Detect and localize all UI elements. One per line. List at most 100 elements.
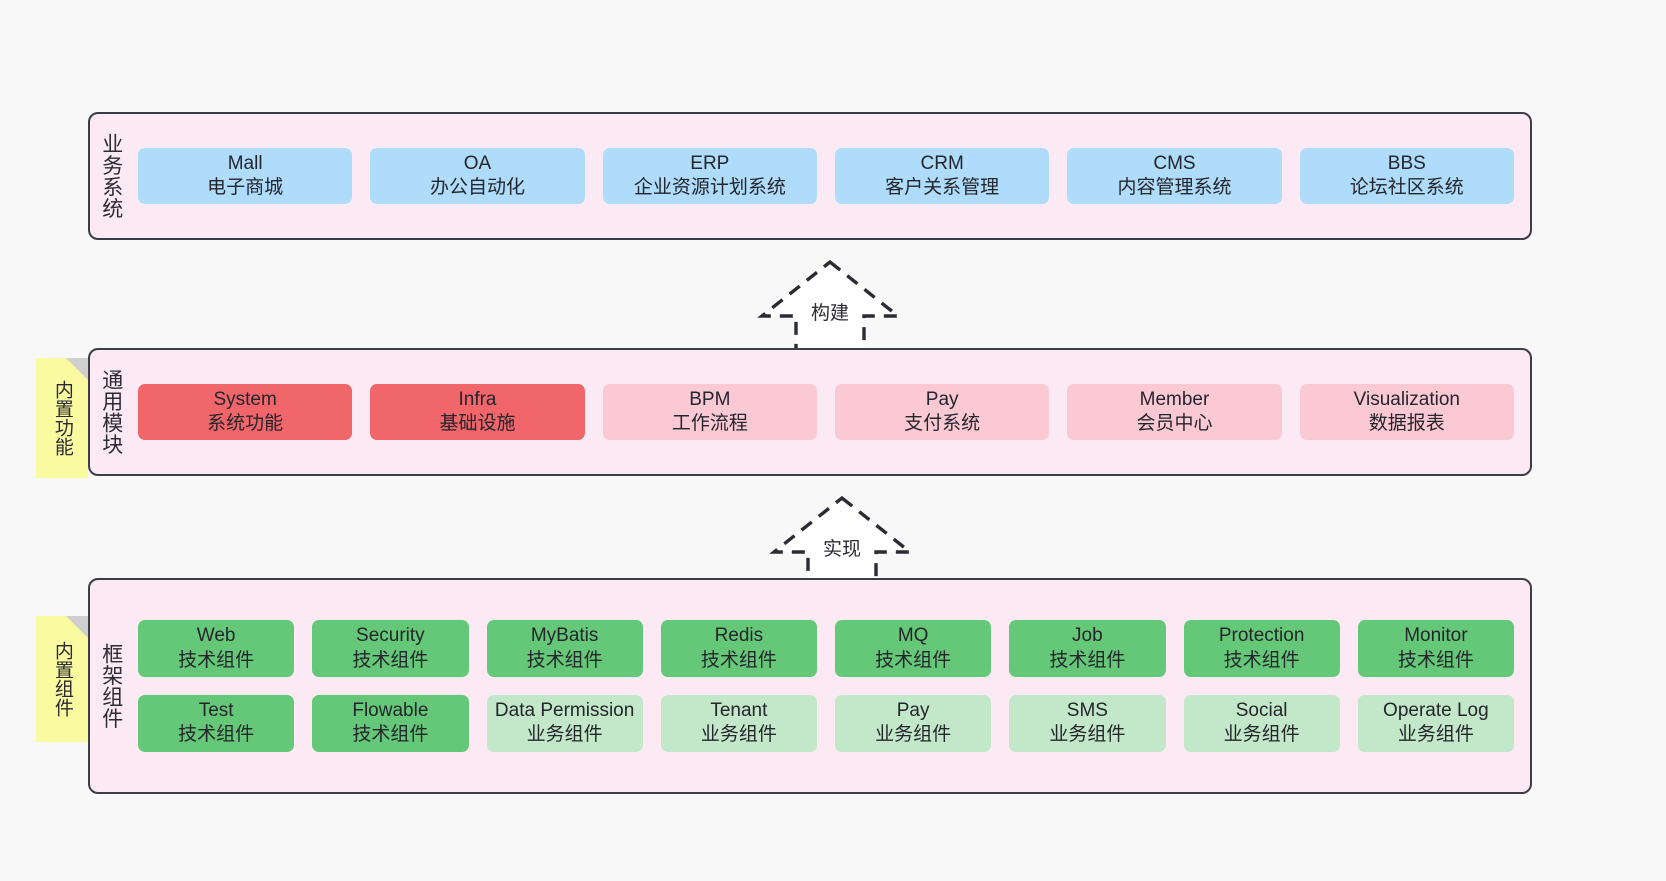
card-test[interactable]: Test 技术组件 bbox=[138, 695, 295, 752]
layer-common-module: 通用模块 System 系统功能 Infra 基础设施 BPM 工作流程 Pay… bbox=[88, 348, 1532, 476]
card-security-en: Security bbox=[356, 625, 425, 647]
card-operate-log[interactable]: Operate Log 业务组件 bbox=[1357, 695, 1514, 752]
layer-common-module-label: 通用模块 bbox=[99, 369, 123, 455]
card-bbs[interactable]: BBS 论坛社区系统 bbox=[1299, 147, 1514, 205]
card-mybatis[interactable]: MyBatis 技术组件 bbox=[486, 620, 643, 677]
card-protection-en: Protection bbox=[1218, 625, 1305, 647]
card-pay-module[interactable]: Pay 支付系统 bbox=[834, 383, 1050, 441]
note-fold-corner-icon bbox=[66, 616, 88, 638]
card-tenant-en: Tenant bbox=[710, 700, 768, 721]
card-security[interactable]: Security 技术组件 bbox=[312, 620, 469, 677]
card-erp-cn: 企业资源计划系统 bbox=[633, 177, 786, 198]
card-cms[interactable]: CMS 内容管理系统 bbox=[1067, 147, 1282, 205]
card-bpm-cn: 工作流程 bbox=[671, 413, 748, 434]
card-test-en: Test bbox=[198, 700, 234, 721]
card-system-cn: 系统功能 bbox=[207, 413, 284, 434]
card-job-en: Job bbox=[1072, 625, 1103, 647]
card-flowable[interactable]: Flowable 技术组件 bbox=[312, 695, 469, 752]
card-mybatis-cn: 技术组件 bbox=[526, 649, 603, 671]
arrow-implement-label: 实现 bbox=[822, 539, 861, 560]
card-monitor[interactable]: Monitor 技术组件 bbox=[1357, 620, 1514, 677]
card-mall-en: Mall bbox=[227, 152, 263, 174]
layer-framework-component: 框架组件 Web 技术组件 Security 技术组件 MyBatis 技术组件… bbox=[88, 578, 1532, 794]
card-social-en: Social bbox=[1235, 700, 1288, 721]
card-tenant[interactable]: Tenant 业务组件 bbox=[660, 695, 817, 752]
card-operate-log-cn: 业务组件 bbox=[1397, 724, 1474, 746]
card-infra-en: Infra bbox=[458, 388, 497, 410]
card-visualization-cn: 数据报表 bbox=[1368, 413, 1445, 434]
card-crm-cn: 客户关系管理 bbox=[885, 177, 1000, 198]
card-web[interactable]: Web 技术组件 bbox=[138, 620, 295, 677]
card-oa[interactable]: OA 办公自动化 bbox=[370, 147, 585, 205]
note-builtin-feature: 内置功能 bbox=[36, 358, 88, 478]
card-erp[interactable]: ERP 企业资源计划系统 bbox=[602, 147, 817, 205]
note-builtin-component: 内置组件 bbox=[36, 616, 88, 742]
card-mybatis-en: MyBatis bbox=[530, 625, 599, 647]
note-builtin-feature-label: 内置功能 bbox=[51, 380, 73, 456]
card-cms-en: CMS bbox=[1153, 152, 1196, 174]
card-web-cn: 技术组件 bbox=[178, 649, 255, 671]
card-infra[interactable]: Infra 基础设施 bbox=[370, 383, 585, 441]
card-job[interactable]: Job 技术组件 bbox=[1009, 620, 1166, 677]
card-system[interactable]: System 系统功能 bbox=[138, 383, 353, 441]
card-security-cn: 技术组件 bbox=[352, 649, 429, 671]
arrow-build-shape bbox=[757, 259, 903, 354]
card-pay-component[interactable]: Pay 业务组件 bbox=[835, 695, 992, 752]
card-member[interactable]: Member 会员中心 bbox=[1067, 383, 1282, 441]
card-crm[interactable]: CRM 客户关系管理 bbox=[834, 147, 1050, 205]
business-system-row: Mall 电子商城 OA 办公自动化 ERP 企业资源计划系统 CRM 客户关系… bbox=[138, 147, 1514, 205]
card-sms-cn: 业务组件 bbox=[1049, 724, 1126, 746]
card-protection[interactable]: Protection 技术组件 bbox=[1183, 620, 1340, 677]
card-visualization[interactable]: Visualization 数据报表 bbox=[1299, 383, 1514, 441]
card-redis[interactable]: Redis 技术组件 bbox=[660, 620, 817, 677]
card-pay-component-cn: 业务组件 bbox=[875, 724, 952, 746]
card-mq[interactable]: MQ 技术组件 bbox=[835, 620, 992, 677]
card-monitor-cn: 技术组件 bbox=[1397, 649, 1474, 671]
card-operate-log-en: Operate Log bbox=[1383, 700, 1489, 721]
card-member-en: Member bbox=[1139, 388, 1210, 410]
note-builtin-component-label: 内置组件 bbox=[51, 641, 73, 717]
card-system-en: System bbox=[213, 388, 277, 410]
card-pay-component-en: Pay bbox=[896, 700, 930, 721]
card-mq-en: MQ bbox=[897, 625, 929, 647]
card-data-permission-cn: 业务组件 bbox=[526, 723, 603, 745]
card-pay-module-cn: 支付系统 bbox=[904, 413, 981, 434]
layer-framework-component-label: 框架组件 bbox=[99, 643, 123, 729]
layer-framework-component-body: Web 技术组件 Security 技术组件 MyBatis 技术组件 Redi… bbox=[132, 580, 1530, 792]
layer-business-system-body: Mall 电子商城 OA 办公自动化 ERP 企业资源计划系统 CRM 客户关系… bbox=[132, 114, 1530, 238]
card-monitor-en: Monitor bbox=[1404, 625, 1468, 647]
card-sms-en: SMS bbox=[1066, 700, 1108, 721]
common-module-row: System 系统功能 Infra 基础设施 BPM 工作流程 Pay 支付系统… bbox=[138, 383, 1514, 441]
card-data-permission[interactable]: Data Permission 业务组件 bbox=[486, 695, 643, 752]
card-cms-cn: 内容管理系统 bbox=[1117, 177, 1232, 198]
card-infra-cn: 基础设施 bbox=[439, 413, 516, 434]
arrow-build: 构建 bbox=[757, 258, 903, 354]
card-bpm[interactable]: BPM 工作流程 bbox=[602, 383, 817, 441]
card-redis-cn: 技术组件 bbox=[700, 649, 777, 671]
card-crm-en: CRM bbox=[920, 152, 964, 174]
card-mall[interactable]: Mall 电子商城 bbox=[138, 147, 353, 205]
card-test-cn: 技术组件 bbox=[178, 724, 255, 746]
layer-business-system-label: 业务系统 bbox=[99, 133, 123, 219]
card-social[interactable]: Social 业务组件 bbox=[1183, 695, 1340, 752]
card-flowable-en: Flowable bbox=[352, 700, 429, 721]
card-mq-cn: 技术组件 bbox=[875, 649, 952, 671]
arrow-implement-shape bbox=[769, 495, 915, 590]
framework-tech-row: Web 技术组件 Security 技术组件 MyBatis 技术组件 Redi… bbox=[138, 620, 1514, 677]
framework-business-row: Test 技术组件 Flowable 技术组件 Data Permission … bbox=[138, 695, 1514, 752]
card-sms[interactable]: SMS 业务组件 bbox=[1009, 695, 1166, 752]
arrow-implement: 实现 bbox=[769, 494, 915, 590]
layer-business-system: 业务系统 Mall 电子商城 OA 办公自动化 ERP 企业资源计划系统 CRM… bbox=[88, 112, 1532, 240]
card-data-permission-en: Data Permission bbox=[494, 699, 635, 721]
card-oa-cn: 办公自动化 bbox=[429, 177, 525, 198]
card-social-cn: 业务组件 bbox=[1223, 724, 1300, 746]
card-oa-en: OA bbox=[463, 152, 492, 174]
card-member-cn: 会员中心 bbox=[1136, 413, 1213, 434]
note-fold-corner-icon bbox=[66, 358, 88, 380]
card-web-en: Web bbox=[196, 625, 236, 647]
card-bbs-en: BBS bbox=[1387, 152, 1426, 174]
arrow-build-label: 构建 bbox=[810, 303, 849, 324]
card-bbs-cn: 论坛社区系统 bbox=[1349, 177, 1464, 198]
card-mall-cn: 电子商城 bbox=[207, 177, 284, 198]
